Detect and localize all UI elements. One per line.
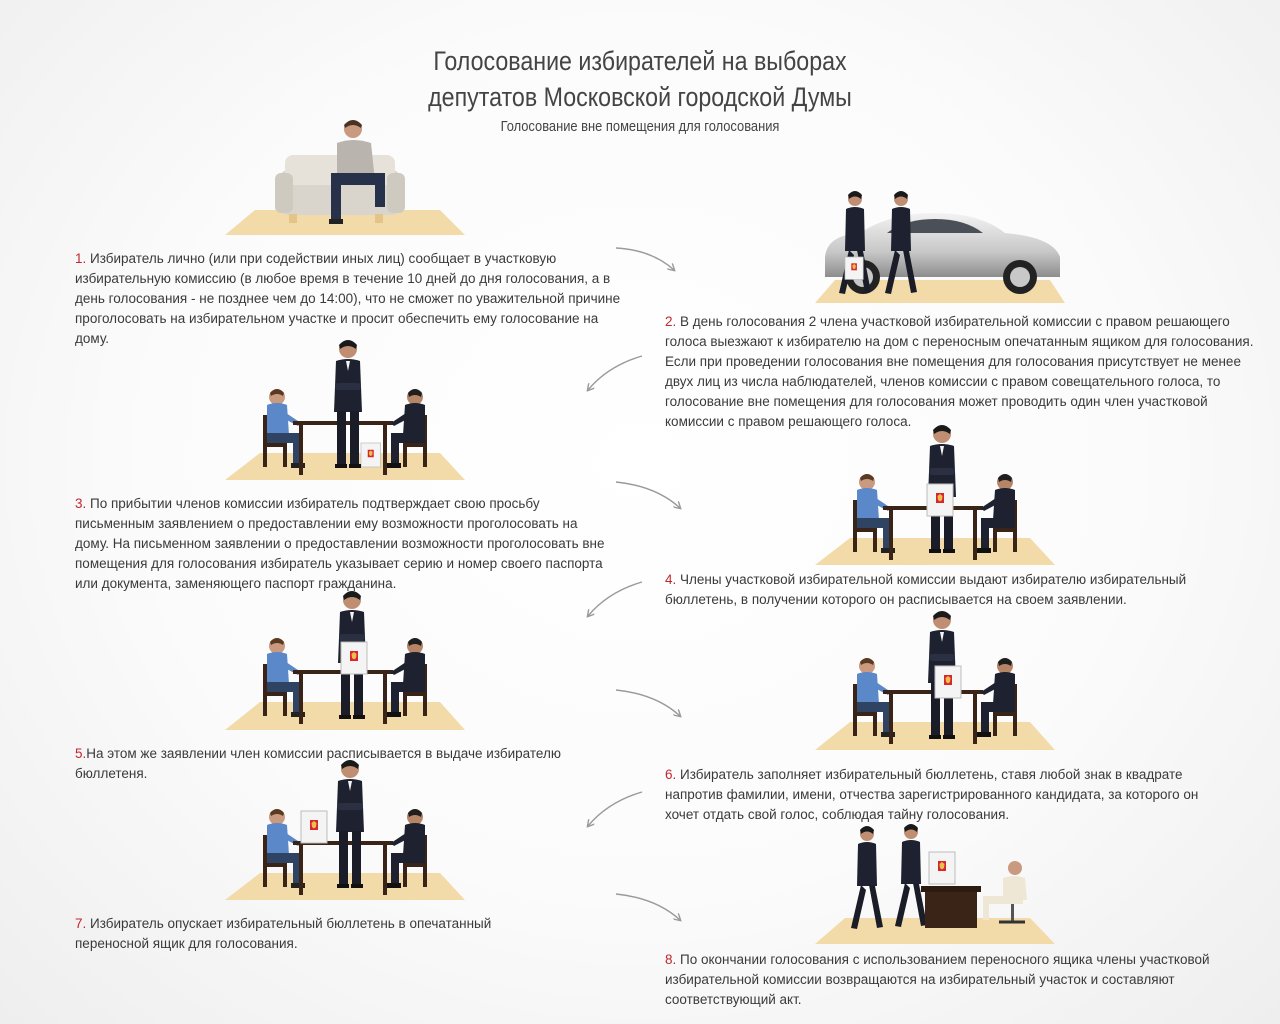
step-4-body: Члены участковой избирательной комиссии …: [665, 572, 1187, 607]
step-6-text: 6. Избиратель заполняет избирательный бю…: [665, 765, 1225, 825]
step-1-body: Избиратель лично (или при содействии ины…: [75, 251, 621, 346]
page-title-line-1: Голосование избирателей на выборах: [433, 46, 847, 76]
arrow-2-to-3: [580, 355, 643, 396]
scene-ballot-issued: [815, 425, 1055, 565]
step-6-number: 6.: [665, 767, 677, 782]
arrow-6-to-7: [580, 791, 643, 832]
page-title-line-2: депутатов Московской городской Думы: [428, 82, 852, 112]
arrow-1-to-2: [615, 247, 682, 276]
step-8-text: 8. По окончании голосования с использова…: [665, 950, 1225, 1010]
step-3-body: По прибытии членов комиссии избиратель п…: [75, 496, 605, 591]
scene-member-signs: [225, 591, 465, 730]
scene-voter-on-sofa: [225, 120, 465, 235]
step-2-text: 2. В день голосования 2 члена участковой…: [665, 312, 1265, 432]
step-8-body: По окончании голосования с использование…: [665, 952, 1210, 1007]
scene-voter-writes-application: [225, 340, 465, 480]
step-3-text: 3. По прибытии членов комиссии избирател…: [75, 494, 615, 594]
step-6-body: Избиратель заполняет избирательный бюлле…: [665, 767, 1199, 822]
step-4-text: 4. Члены участковой избирательной комисс…: [665, 570, 1205, 610]
step-3-number: 3.: [75, 496, 87, 511]
arrow-3-to-4: [615, 481, 688, 514]
scene-members-with-car: [815, 191, 1065, 303]
step-1-text: 1. Избиратель лично (или при содействии …: [75, 249, 635, 349]
page-subtitle: Голосование вне помещения для голосовани…: [500, 118, 780, 135]
step-4-number: 4.: [665, 572, 677, 587]
scene-voter-fills-ballot: [815, 611, 1055, 750]
step-2-number: 2.: [665, 314, 677, 329]
arrow-5-to-6: [615, 689, 688, 722]
step-5-body: На этом же заявлении член комиссии распи…: [75, 746, 561, 781]
arrow-7-to-8: [615, 893, 688, 926]
step-7-number: 7.: [75, 916, 87, 931]
step-2-body: В день голосования 2 члена участковой из…: [665, 314, 1254, 429]
scene-voter-drops-ballot: [225, 760, 465, 900]
step-5-text: 5.На этом же заявлении член комиссии рас…: [75, 744, 605, 784]
step-1-number: 1.: [75, 251, 87, 266]
step-5-number: 5.: [75, 746, 87, 761]
step-7-body: Избиратель опускает избирательный бюллет…: [75, 916, 492, 951]
step-8-number: 8.: [665, 952, 677, 967]
step-7-text: 7. Избиратель опускает избирательный бюл…: [75, 914, 545, 954]
scene-members-return: [815, 824, 1055, 944]
arrow-4-to-5: [580, 581, 643, 622]
